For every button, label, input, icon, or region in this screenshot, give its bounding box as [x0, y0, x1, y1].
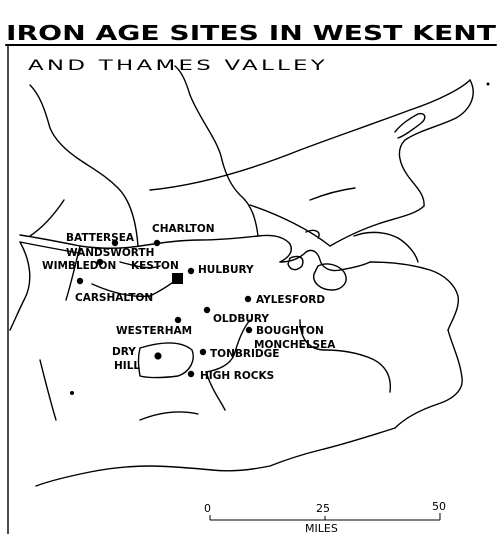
coastline-and-rivers — [9, 65, 474, 487]
label-monchelsea: MONCHELSEA — [254, 339, 336, 351]
stray-dot — [70, 391, 74, 395]
scale-unit: MILES — [305, 522, 338, 534]
site-dot-oldbury — [203, 306, 211, 314]
site-dot-westerham — [174, 316, 182, 324]
scale-tick-50: 50 — [432, 500, 446, 513]
map-title: IRON AGE SITES IN WEST KENT — [6, 21, 496, 45]
label-high-rocks: HIGH ROCKS — [200, 370, 274, 382]
label-keston: KESTON — [131, 260, 179, 272]
site-dot-dry-hill — [154, 352, 162, 360]
site-dot-wandsworth — [96, 258, 104, 266]
site-dot-boughton — [245, 326, 253, 334]
stray-dot-east — [486, 82, 490, 86]
label-hill: HILL — [114, 360, 140, 372]
scale-tick-0: 0 — [204, 502, 211, 515]
site-dot-wimbledon — [76, 277, 84, 285]
map-subtitle: AND THAMES VALLEY — [28, 58, 328, 74]
scale-bar: 0 25 50 MILES — [204, 500, 446, 534]
site-dot-battersea — [111, 239, 119, 247]
label-battersea: BATTERSEA — [66, 232, 135, 244]
site-square-keston — [172, 273, 183, 284]
site-dot-aylesford — [244, 295, 252, 303]
site-dot-tonbridge — [199, 348, 207, 356]
label-boughton: BOUGHTON — [256, 325, 324, 337]
site-dot-high-rocks — [187, 370, 195, 378]
site-dot-charlton — [153, 239, 161, 247]
label-wimbledon: WIMBLEDON — [42, 260, 116, 272]
label-oldbury: OLDBURY — [213, 313, 269, 325]
label-charlton: CHARLTON — [152, 223, 215, 235]
label-aylesford: AYLESFORD — [256, 294, 325, 306]
label-wandsworth: WANDSWORTH — [66, 247, 154, 259]
scale-tick-25: 25 — [316, 502, 330, 515]
label-tonbridge: TONBRIDGE — [210, 348, 279, 360]
label-westerham: WESTERHAM — [116, 325, 192, 337]
site-dot-hulbury — [187, 267, 195, 275]
site-labels: BATTERSEA CHARLTON WANDSWORTH WIMBLEDON … — [42, 223, 336, 382]
site-markers — [70, 82, 490, 395]
label-carshalton: CARSHALTON — [75, 292, 153, 304]
label-dry: DRY — [112, 346, 136, 358]
label-hulbury: HULBURY — [198, 264, 254, 276]
